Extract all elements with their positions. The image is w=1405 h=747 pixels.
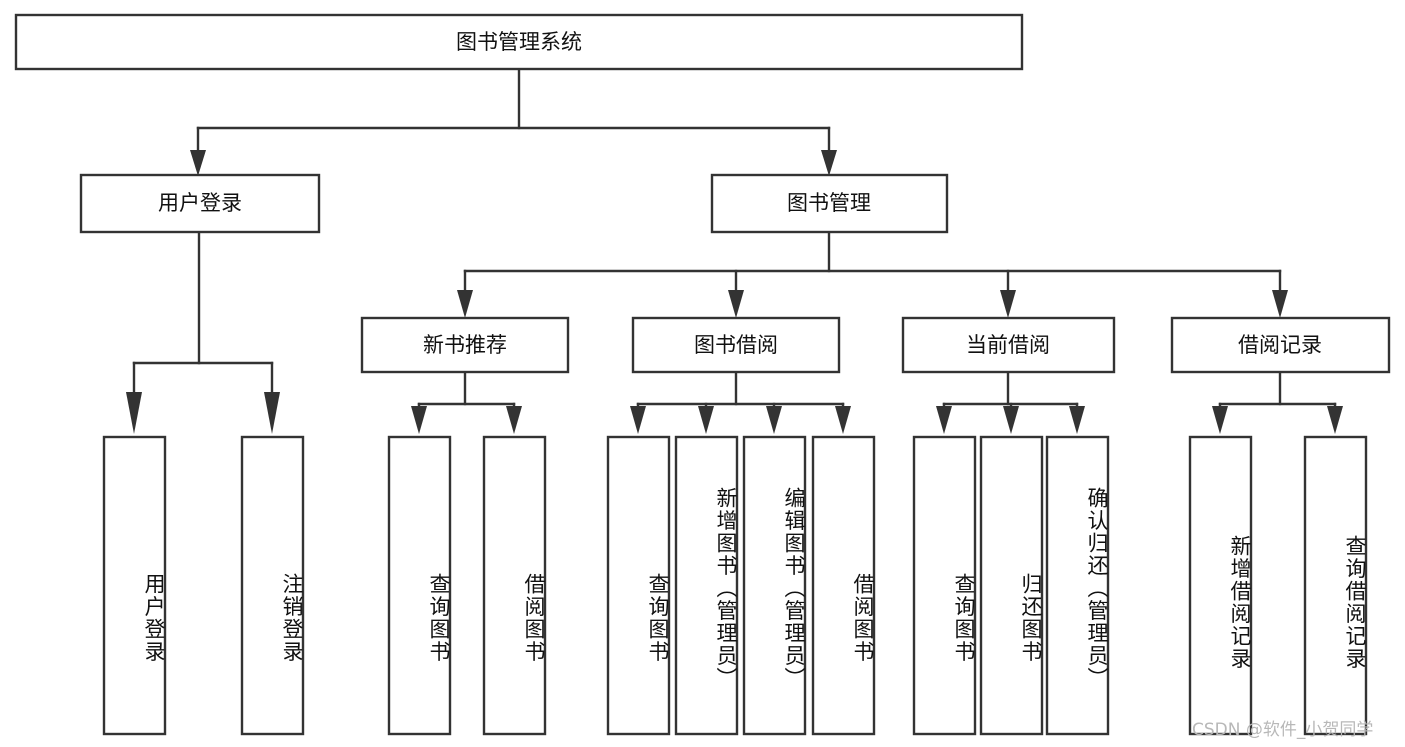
- node-book-management[interactable]: 图书管理: [710, 173, 949, 234]
- leaf-box-query-book-a[interactable]: [387, 435, 452, 736]
- node-borrow-record[interactable]: 借阅记录: [1170, 316, 1391, 374]
- node-user-login-label: 用户登录: [158, 191, 242, 215]
- connector-userlogin-to-leaves: [126, 230, 280, 434]
- leaf-box-edit-book-admin[interactable]: [742, 435, 807, 736]
- node-root-book-management-system[interactable]: 图书管理系统: [14, 13, 1024, 71]
- node-root-label: 图书管理系统: [456, 30, 582, 54]
- leaf-boxes: [102, 435, 1368, 736]
- connector-root-to-level2: [190, 67, 837, 176]
- leaf-box-borrow-book-b[interactable]: [811, 435, 876, 736]
- leaf-box-add-borrow-record[interactable]: [1188, 435, 1253, 736]
- connector-bookborrow-to-leaves: [630, 370, 851, 434]
- leaf-box-add-book-admin[interactable]: [674, 435, 739, 736]
- node-book-borrow[interactable]: 图书借阅: [631, 316, 841, 374]
- leaf-box-logout-login[interactable]: [240, 435, 305, 736]
- connector-currentborrow-to-leaves: [936, 370, 1085, 434]
- node-user-login[interactable]: 用户登录: [79, 173, 321, 234]
- leaf-box-query-borrow-rec[interactable]: [1303, 435, 1368, 736]
- node-current-borrow[interactable]: 当前借阅: [901, 316, 1116, 374]
- connector-newbook-to-leaves: [411, 370, 522, 434]
- leaf-box-confirm-return[interactable]: [1045, 435, 1110, 736]
- node-current-borrow-label: 当前借阅: [966, 333, 1050, 357]
- leaf-box-query-book-b[interactable]: [606, 435, 671, 736]
- node-new-book-recommend-label: 新书推荐: [423, 333, 507, 357]
- leaf-box-borrow-book-a[interactable]: [482, 435, 547, 736]
- node-book-borrow-label: 图书借阅: [694, 333, 778, 357]
- csdn-watermark: CSDN @软件_小贺同学: [1192, 720, 1374, 740]
- connector-borrowrecord-to-leaves: [1212, 370, 1343, 434]
- leaf-box-user-login[interactable]: [102, 435, 167, 736]
- leaf-box-query-book-c[interactable]: [912, 435, 977, 736]
- node-borrow-record-label: 借阅记录: [1238, 333, 1322, 357]
- node-new-book-recommend[interactable]: 新书推荐: [360, 316, 570, 374]
- node-book-management-label: 图书管理: [787, 191, 871, 215]
- leaf-box-return-book[interactable]: [979, 435, 1044, 736]
- connector-bookmgmt-to-level3: [457, 230, 1288, 318]
